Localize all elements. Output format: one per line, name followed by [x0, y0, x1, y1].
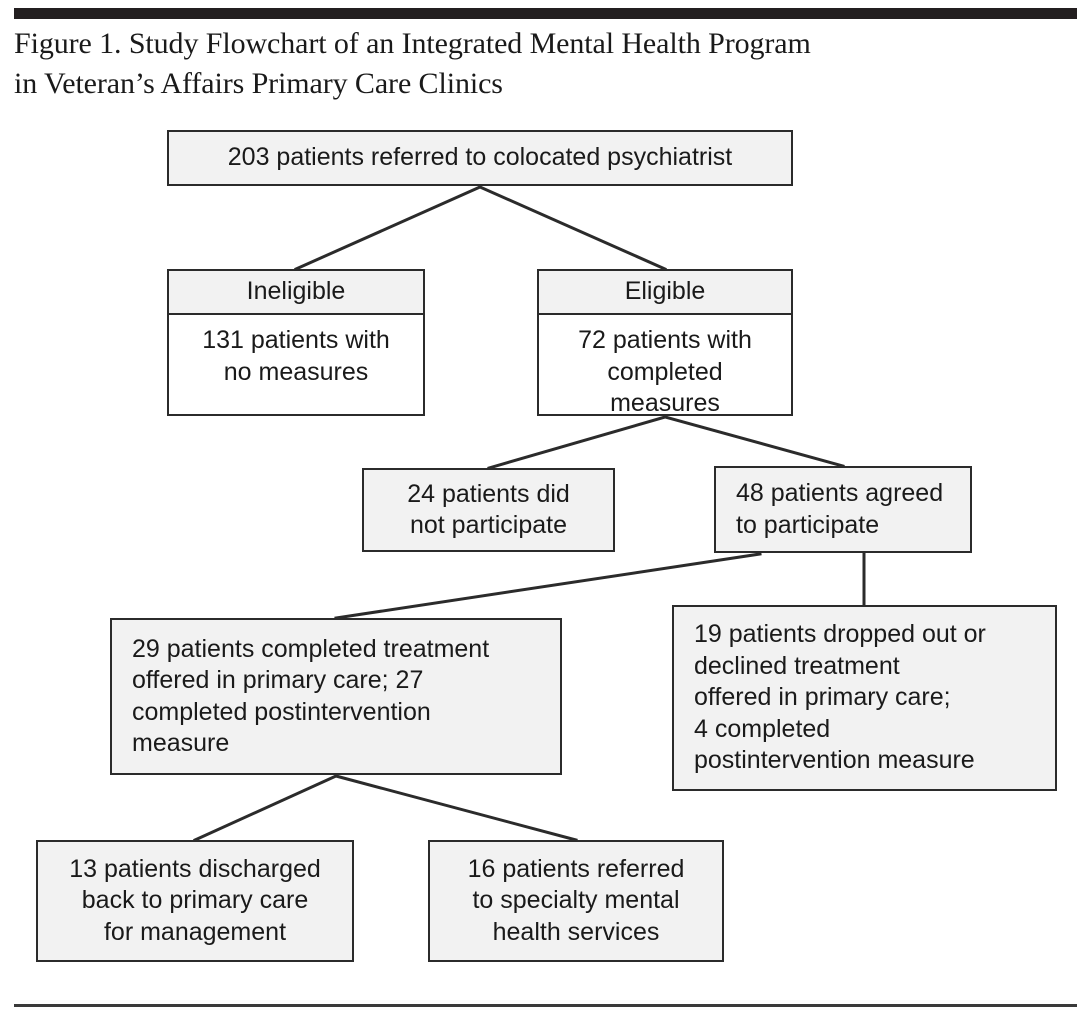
edge-completed-to-referred-specialty: [334, 774, 578, 842]
top-divider-rule: [14, 8, 1077, 19]
node-discharged-to-primary-care[interactable]: 13 patients discharged back to primary c…: [36, 840, 354, 962]
edge-eligible-to-agreed: [663, 415, 845, 468]
bottom-divider-rule: [14, 1004, 1077, 1007]
node-dropped-out-label: 19 patients dropped out or declined trea…: [694, 620, 986, 775]
node-eligible[interactable]: Eligible 72 patients with completed meas…: [537, 269, 793, 416]
node-discharged-label: 13 patients discharged back to primary c…: [69, 854, 321, 946]
edge-agreed-to-completed-treatment: [334, 552, 762, 620]
node-ineligible-header: Ineligible: [169, 271, 423, 315]
node-dropped-out[interactable]: 19 patients dropped out or declined trea…: [672, 605, 1057, 791]
node-eligible-header: Eligible: [539, 271, 791, 315]
node-did-not-participate-label: 24 patients did not participate: [407, 479, 570, 540]
node-referred-specialty[interactable]: 16 patients referred to specialty mental…: [428, 840, 724, 962]
node-agreed-to-participate-label: 48 patients agreed to participate: [736, 479, 944, 539]
edge-completed-to-discharged: [193, 774, 338, 842]
node-referred-specialty-label: 16 patients referred to specialty mental…: [467, 854, 685, 946]
figure-title: Figure 1. Study Flowchart of an Integrat…: [14, 24, 1059, 103]
node-completed-treatment-label: 29 patients completed treatment offered …: [132, 634, 490, 758]
node-referred-label: 203 patients referred to colocated psych…: [227, 143, 733, 172]
node-ineligible[interactable]: Ineligible 131 patients with no measures: [167, 269, 425, 416]
node-completed-treatment[interactable]: 29 patients completed treatment offered …: [110, 618, 562, 775]
node-agreed-to-participate[interactable]: 48 patients agreed to participate: [714, 466, 972, 553]
edge-referred-to-ineligible: [294, 185, 482, 271]
node-ineligible-label: 131 patients with no measures: [169, 315, 423, 388]
edge-referred-to-eligible: [478, 185, 667, 271]
node-did-not-participate[interactable]: 24 patients did not participate: [362, 468, 615, 552]
node-referred-to-psychiatrist[interactable]: 203 patients referred to colocated psych…: [167, 130, 793, 186]
edge-eligible-to-not-participate: [487, 415, 667, 470]
figure-title-line-1: Figure 1. Study Flowchart of an Integrat…: [14, 27, 811, 60]
node-eligible-label: 72 patients with completed measures: [539, 315, 791, 414]
figure-title-line-2: in Veteran’s Affairs Primary Care Clinic…: [14, 66, 503, 100]
